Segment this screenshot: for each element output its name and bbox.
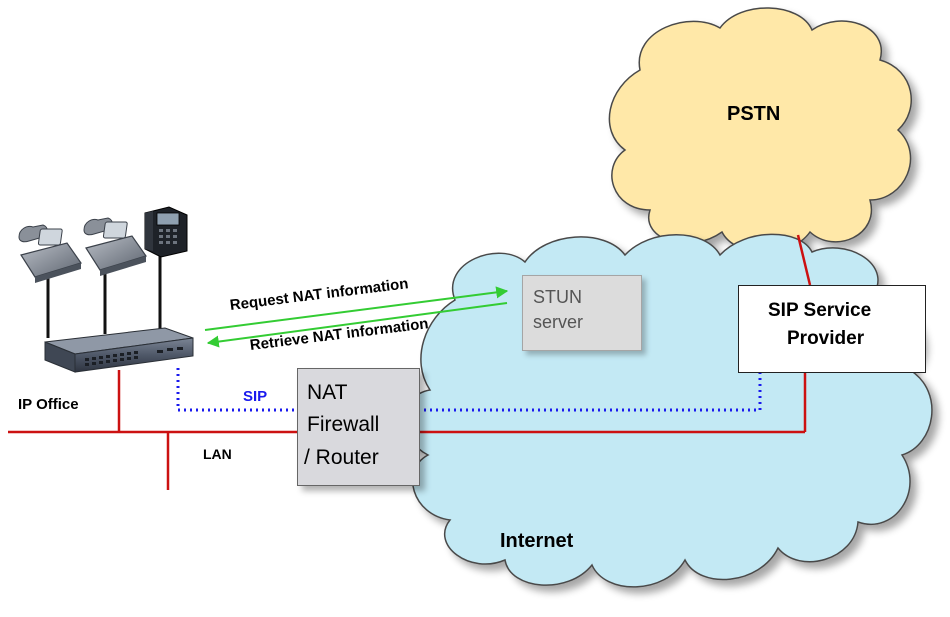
- request-nat-arrow: [204, 286, 509, 331]
- phone-cords: [46, 255, 162, 338]
- desk-phone-icon: [18, 224, 82, 283]
- pstn-label: PSTN: [727, 103, 781, 125]
- sip-label: SIP: [243, 388, 268, 405]
- sip-path: [176, 368, 762, 412]
- desk-phone-icon: [144, 206, 188, 258]
- network-lines: [8, 234, 812, 490]
- sip-provider-label-line2: Provider: [787, 328, 865, 349]
- stun-label-line2: server: [533, 312, 584, 332]
- internet-label: Internet: [500, 530, 574, 552]
- nat-label-line3: / Router: [304, 446, 379, 469]
- ip-office-label: IP Office: [18, 396, 79, 413]
- sip-provider-label-line1: SIP Service: [768, 300, 872, 321]
- pstn-cloud: [608, 7, 912, 253]
- lan-label: LAN: [203, 446, 232, 462]
- ip-office-unit-icon: [44, 327, 194, 373]
- nat-label-line2: Firewall: [307, 413, 380, 436]
- sip-service-provider-box: [738, 285, 926, 373]
- pstn-link: [796, 234, 812, 286]
- stun-server-box: [522, 275, 642, 351]
- nat-label-line1: NAT: [307, 381, 348, 404]
- retrieve-nat-arrow: [206, 302, 508, 348]
- nat-firewall-router-box: [297, 368, 420, 486]
- desk-phone-icon: [83, 217, 147, 276]
- stun-label-line1: STUN: [533, 287, 582, 307]
